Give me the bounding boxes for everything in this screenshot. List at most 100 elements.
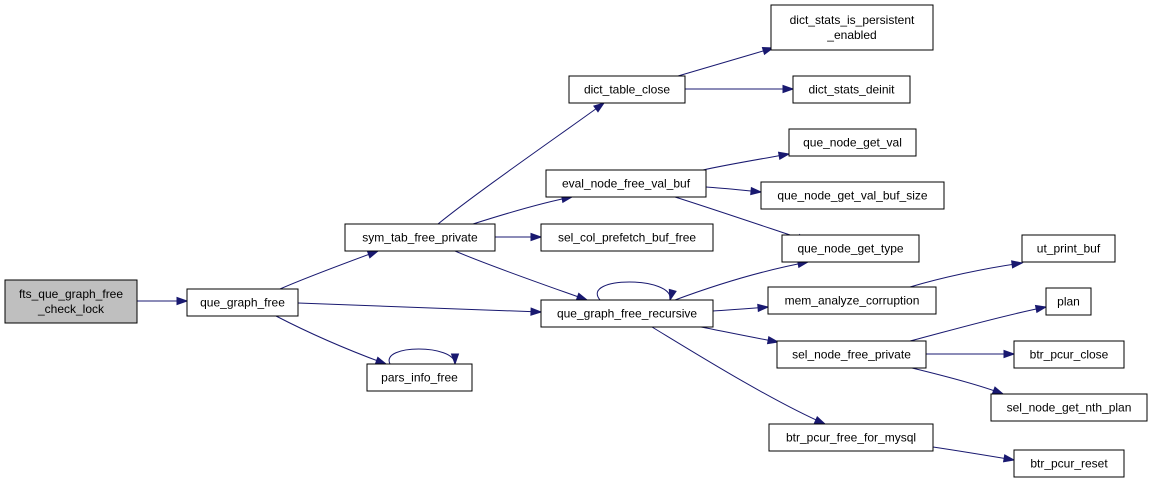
edge-eval_node_free_val_buf-to-que_node_get_val	[702, 151, 791, 171]
node-mem_analyze_corruption[interactable]: mem_analyze_corruption	[767, 286, 937, 315]
node-que_graph_free[interactable]: que_graph_free	[186, 288, 299, 317]
node-label: btr_pcur_close	[1030, 348, 1109, 362]
edge-sym_tab_free_private-to-dict_table_close	[437, 102, 606, 225]
edge-arrowhead	[575, 292, 589, 301]
node-que_node_get_val[interactable]: que_node_get_val	[788, 128, 917, 157]
node-sel_col_prefetch_buf_free[interactable]: sel_col_prefetch_buf_free	[540, 223, 714, 252]
edge-line	[388, 348, 456, 365]
edge-mem_analyze_corruption-to-ut_print_buf	[909, 260, 1024, 288]
node-label: que_graph_free	[200, 296, 285, 310]
edge-arrowhead	[813, 415, 827, 425]
edge-arrowhead	[991, 386, 1005, 395]
node-label: fts_que_graph_free	[19, 287, 123, 301]
edge-arrowhead	[1034, 304, 1048, 314]
edge-line	[275, 315, 387, 365]
node-box	[1045, 287, 1092, 316]
edge-arrowhead	[1011, 260, 1024, 269]
node-box	[4, 279, 138, 324]
node-box	[770, 4, 934, 51]
node-box	[344, 223, 496, 252]
node-box	[186, 288, 299, 317]
node-sel_node_free_private[interactable]: sel_node_free_private	[776, 340, 927, 369]
edge-line	[297, 302, 542, 313]
node-fts_que_graph_free_check_lock[interactable]: fts_que_graph_free_check_lock	[4, 279, 138, 324]
edge-arrowhead	[766, 336, 780, 345]
edge-sym_tab_free_private-to-que_graph_free_recursive	[454, 250, 589, 301]
node-que_node_get_val_buf_size[interactable]: que_node_get_val_buf_size	[760, 181, 945, 210]
node-que_node_get_type[interactable]: que_node_get_type	[781, 234, 920, 263]
node-label: que_node_get_val	[803, 136, 902, 150]
node-dict_stats_deinit[interactable]: dict_stats_deinit	[792, 75, 911, 104]
node-dict_stats_is_persistent_enabled[interactable]: dict_stats_is_persistent_enabled	[770, 4, 934, 51]
node-label: sym_tab_free_private	[362, 231, 478, 245]
edge-que_graph_free_recursive-to-sel_node_free_private	[700, 326, 780, 345]
edge-arrowhead	[374, 356, 388, 365]
node-ut_print_buf[interactable]: ut_print_buf	[1021, 234, 1116, 263]
node-label: sel_col_prefetch_buf_free	[558, 231, 696, 245]
node-box	[781, 234, 920, 263]
edge-arrowhead	[1002, 454, 1016, 463]
edge-eval_node_free_val_buf-to-que_node_get_val_buf_size	[705, 186, 763, 196]
node-box	[776, 340, 927, 369]
node-label: btr_pcur_free_for_mysql	[786, 431, 916, 445]
node-box	[768, 423, 934, 452]
node-box	[1021, 234, 1116, 263]
node-label: pars_info_free	[381, 371, 458, 385]
node-pars_info_free[interactable]: pars_info_free	[366, 363, 473, 392]
edge-arrowhead	[668, 288, 677, 302]
node-que_graph_free_recursive[interactable]: que_graph_free_recursive	[540, 299, 714, 328]
edge-arrowhead	[757, 303, 770, 313]
node-box	[788, 128, 917, 157]
edge-sel_node_free_private-to-sel_node_get_nth_plan	[911, 367, 1005, 395]
node-btr_pcur_free_for_mysql[interactable]: btr_pcur_free_for_mysql	[768, 423, 934, 452]
edge-dict_table_close-to-dict_stats_deinit	[685, 84, 795, 94]
node-label: que_node_get_val_buf_size	[777, 189, 927, 203]
edge-line	[651, 326, 826, 425]
edge-arrowhead	[530, 307, 543, 316]
node-box	[990, 393, 1148, 422]
node-plan[interactable]: plan	[1045, 287, 1092, 316]
node-label: btr_pcur_reset	[1030, 457, 1108, 471]
edge-line	[677, 47, 774, 77]
node-dict_table_close[interactable]: dict_table_close	[568, 75, 686, 104]
edge-que_graph_free_recursive-to-que_graph_free_recursive	[596, 281, 677, 302]
edge-line	[909, 306, 1047, 342]
node-eval_node_free_val_buf[interactable]: eval_node_free_val_buf	[545, 169, 707, 198]
node-box	[1013, 449, 1125, 478]
node-sym_tab_free_private[interactable]: sym_tab_free_private	[344, 223, 496, 252]
node-sel_node_get_nth_plan[interactable]: sel_node_get_nth_plan	[990, 393, 1148, 422]
edge-sym_tab_free_private-to-eval_node_free_val_buf	[472, 194, 574, 225]
node-box	[540, 299, 714, 328]
node-box	[545, 169, 707, 198]
edge-arrowhead	[530, 232, 543, 242]
edge-dict_table_close-to-dict_stats_is_persistent_enabled	[677, 47, 775, 77]
edge-line	[702, 153, 790, 171]
edge-sel_node_free_private-to-plan	[909, 304, 1048, 342]
node-box	[568, 75, 686, 104]
node-box	[792, 75, 911, 104]
edge-que_graph_free-to-sym_tab_free_private	[279, 250, 380, 290]
node-label: _enabled	[826, 28, 876, 42]
edge-line	[700, 326, 779, 343]
edge-line	[911, 367, 1004, 395]
node-label: sel_node_get_nth_plan	[1007, 401, 1132, 415]
edge-line	[454, 250, 588, 301]
edge-line	[596, 281, 671, 301]
node-btr_pcur_close[interactable]: btr_pcur_close	[1013, 340, 1125, 369]
node-label: eval_node_free_val_buf	[562, 177, 691, 191]
node-label: que_node_get_type	[797, 242, 903, 256]
edge-arrowhead	[176, 296, 189, 306]
edge-arrowhead	[450, 353, 460, 366]
edge-fts_que_graph_free_check_lock-to-que_graph_free	[136, 296, 189, 306]
edge-arrowhead	[761, 47, 775, 56]
node-btr_pcur_reset[interactable]: btr_pcur_reset	[1013, 449, 1125, 478]
node-label: que_graph_free_recursive	[557, 307, 697, 321]
edges-layer	[136, 47, 1048, 463]
edge-arrowhead	[782, 84, 795, 94]
edge-sel_node_free_private-to-btr_pcur_close	[925, 349, 1016, 359]
edge-line	[932, 446, 1015, 461]
node-label: sel_node_free_private	[792, 348, 911, 362]
edge-arrowhead	[750, 186, 763, 196]
edge-line	[279, 250, 379, 290]
